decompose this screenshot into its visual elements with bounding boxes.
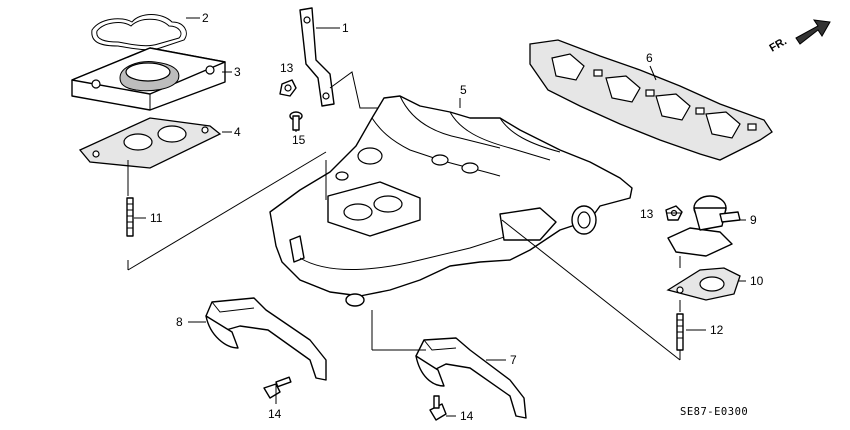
- part-15-bolt: [289, 111, 303, 131]
- part-7-bracket: [415, 337, 527, 419]
- part-11-stud: [126, 197, 134, 237]
- part-1-bracket: [299, 7, 335, 107]
- callout-13-right: 13: [640, 207, 654, 221]
- callout-7: 7: [510, 353, 517, 367]
- callout-13: 13: [280, 61, 294, 75]
- callout-14-left: 14: [268, 407, 282, 421]
- callout-5: 5: [460, 83, 467, 97]
- part-4-gasket: [78, 117, 222, 169]
- callout-8: 8: [176, 315, 183, 329]
- callout-leaders: [134, 17, 746, 417]
- callout-10: 10: [750, 274, 764, 288]
- part-9-actuator: [667, 195, 741, 257]
- part-10-gasket: [666, 267, 741, 301]
- part-3-spacer: [71, 47, 226, 111]
- front-direction-indicator: FR.: [768, 19, 831, 55]
- part-6-gasket: [529, 39, 773, 161]
- front-arrow-icon: [795, 19, 831, 45]
- diagram-code: SE87-E0300: [680, 406, 748, 418]
- callout-11: 11: [150, 211, 163, 225]
- callout-1: 1: [342, 21, 349, 35]
- callout-6: 6: [646, 51, 653, 65]
- part-14-bolt-right: [429, 395, 447, 421]
- callout-4: 4: [234, 125, 241, 139]
- part-12-stud: [676, 313, 684, 351]
- callout-14-right: 14: [460, 409, 474, 423]
- part-14-bolt-left: [263, 376, 292, 399]
- part-5-intake-manifold: [269, 95, 633, 307]
- callout-2: 2: [202, 11, 209, 25]
- part-13-nut: [279, 79, 297, 97]
- front-label: FR.: [768, 35, 789, 54]
- part-8-bracket: [205, 297, 327, 381]
- part-2-gasket: [91, 14, 187, 51]
- assembly-lines: [127, 71, 681, 361]
- callout-12: 12: [710, 323, 724, 337]
- callout-9: 9: [750, 213, 757, 227]
- callout-3: 3: [234, 65, 241, 79]
- callout-15: 15: [292, 133, 306, 147]
